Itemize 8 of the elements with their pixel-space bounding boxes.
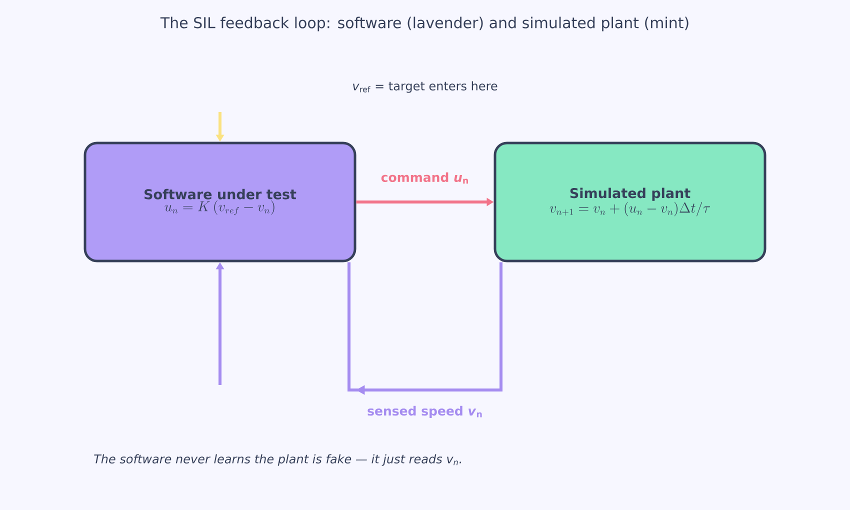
arrow: [348, 262, 502, 395]
caption: The software never learns the plant is fake — it just reads v$_{n}$.: [94, 454, 462, 466]
process-box: Simulated plant $v_{n+1} = v_n + (u_n - v_n)\Delta t/\tau$: [494, 142, 766, 262]
note: v$_{ref}$ = target enters here: [353, 81, 498, 93]
edge-label: sensed speed v$_{n}$: [366, 404, 484, 420]
process-box: Software under test $u_n = K\,(v_{ref} - v_n)$: [84, 142, 356, 262]
edge-label: command u$_{n}$: [380, 171, 470, 185]
title: The SIL feedback loop: software (lavender) and simulated plant (mint): [160, 16, 688, 32]
